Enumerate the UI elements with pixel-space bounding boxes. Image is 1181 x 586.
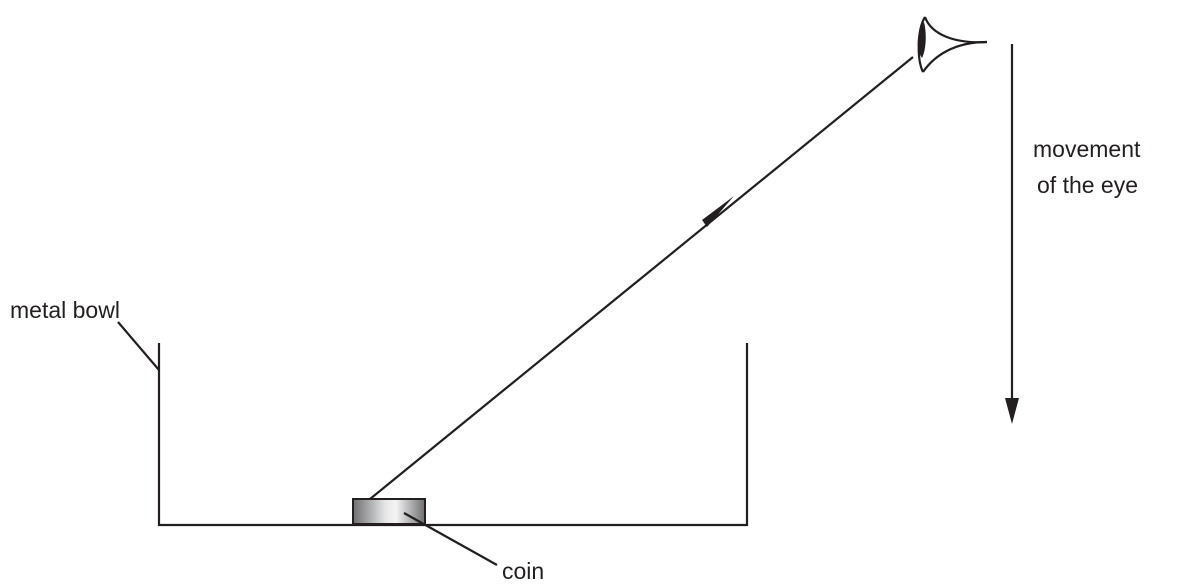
light-ray	[369, 56, 914, 500]
ray-line	[369, 56, 914, 500]
metal-bowl	[157, 343, 749, 527]
movement-label-line1: movement	[1033, 136, 1141, 162]
eye-icon	[917, 16, 988, 73]
arrowhead-icon	[702, 196, 734, 227]
bowl-leader-line	[117, 321, 160, 371]
down-arrow-icon	[1005, 44, 1019, 424]
movement-label-line2: of the eye	[1037, 172, 1138, 198]
coin	[352, 498, 426, 525]
bowl-label: metal bowl	[10, 297, 120, 323]
coin-leader-line	[403, 512, 498, 566]
coin-label: coin	[502, 558, 544, 584]
bowl-outline	[157, 343, 749, 527]
